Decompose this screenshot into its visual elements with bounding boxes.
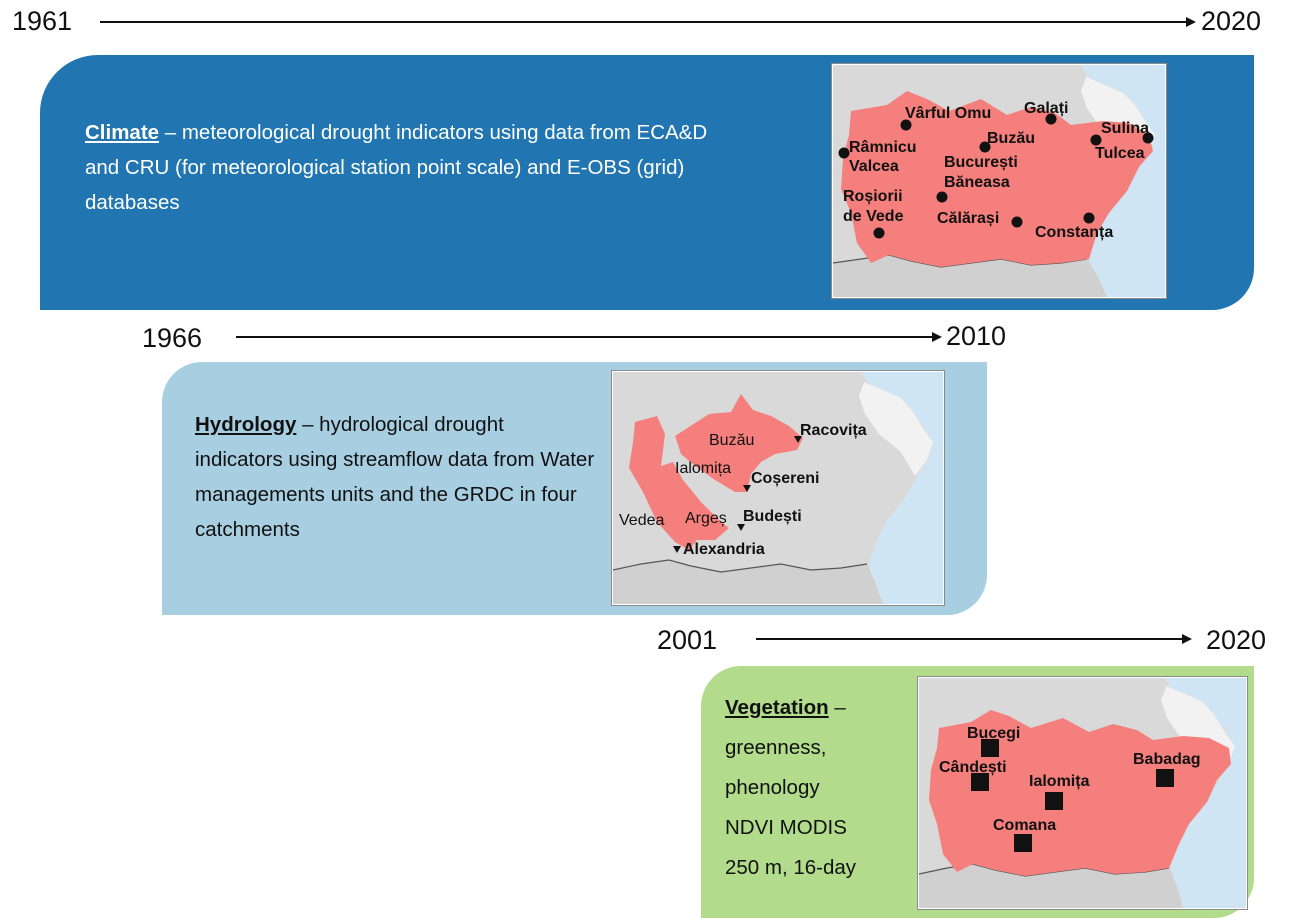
vegetation-map: Bucegi Cândești Babadag Ialomița Comana — [917, 676, 1248, 910]
site-label-bucegi: Bucegi — [967, 725, 1020, 742]
vegetation-timeline-arrow — [756, 634, 1192, 644]
hydrology-gauge-markers — [673, 436, 802, 553]
climate-heading: Climate — [85, 121, 160, 144]
gauge-label-alexandria: Alexandria — [683, 541, 765, 558]
hydrology-map: Buzău Ialomița Vedea Argeș Racovița Coșe… — [611, 370, 945, 606]
climate-start-year: 1961 — [12, 6, 73, 36]
climate-timeline-arrow — [100, 17, 1196, 27]
climate-end-year: 2020 — [1201, 6, 1262, 36]
vegetation-line-4: 250 m, 16-day — [725, 856, 857, 879]
climate-station-markers — [838, 113, 1154, 239]
station-label-baneasa: Băneasa — [944, 174, 1010, 191]
climate-body: – meteorological drought indicators usin… — [85, 121, 708, 214]
gauge-label-coser: Coșereni — [751, 470, 819, 487]
hydrology-timeline-arrow — [236, 332, 942, 342]
catchment-label-ialomita: Ialomița — [675, 460, 731, 477]
gauge-label-budesti: Budești — [743, 508, 802, 525]
vegetation-description: Vegetation – greenness, phenology NDVI M… — [725, 688, 895, 888]
hydrology-description: Hydrology – hydrological drought indicat… — [195, 407, 595, 547]
climate-description: Climate – meteorological drought indicat… — [85, 115, 715, 220]
hydrology-body: – hydrological drought indicators using … — [195, 413, 595, 541]
hydrology-start-year: 1966 — [142, 323, 203, 353]
station-label-buzau: Buzău — [987, 130, 1035, 147]
station-label-de-vede: de Vede — [843, 208, 904, 225]
site-label-candesti: Cândești — [939, 759, 1007, 776]
vegetation-site-markers — [971, 739, 1174, 852]
station-label-ramnicu: Râmnicu — [849, 139, 917, 156]
vegetation-line-1: greenness, — [725, 736, 827, 759]
vegetation-line-2: phenology — [725, 776, 820, 799]
station-label-bucuresti: București — [944, 154, 1018, 171]
vegetation-end-year: 2020 — [1206, 625, 1267, 655]
hydrology-heading: Hydrology — [195, 413, 297, 436]
catchment-label-buzau: Buzău — [709, 432, 754, 449]
catchment-label-arges: Argeș — [685, 510, 727, 527]
vegetation-line-3: NDVI MODIS — [725, 816, 847, 839]
gauge-label-racovita: Racovița — [800, 422, 867, 439]
station-label-valcea: Valcea — [849, 158, 899, 175]
station-label-varful-omu: Vârful Omu — [905, 105, 991, 122]
station-label-tulcea: Tulcea — [1095, 145, 1145, 162]
station-label-galati: Galați — [1024, 100, 1068, 117]
vegetation-heading: Vegetation — [725, 696, 829, 719]
vegetation-panel: Vegetation – greenness, phenology NDVI M… — [701, 666, 1254, 918]
catchment-label-vedea: Vedea — [619, 512, 664, 529]
hydrology-panel: Hydrology – hydrological drought indicat… — [162, 362, 987, 615]
station-label-rosiorii: Roșiorii — [843, 188, 903, 205]
vegetation-start-year: 2001 — [657, 625, 718, 655]
station-label-sulina: Sulina — [1101, 120, 1149, 137]
station-label-constanta: Constanța — [1035, 224, 1113, 241]
site-label-comana: Comana — [993, 817, 1056, 834]
vegetation-dash: – — [828, 696, 846, 719]
station-label-calarasi: Călărași — [937, 210, 999, 227]
site-label-ialomita: Ialomița — [1029, 773, 1090, 790]
hydrology-end-year: 2010 — [946, 321, 1007, 351]
climate-map: Vârful Omu Galați Sulina Râmnicu Valcea … — [831, 63, 1167, 299]
climate-panel: Climate – meteorological drought indicat… — [40, 55, 1254, 310]
site-label-babadag: Babadag — [1133, 751, 1201, 768]
